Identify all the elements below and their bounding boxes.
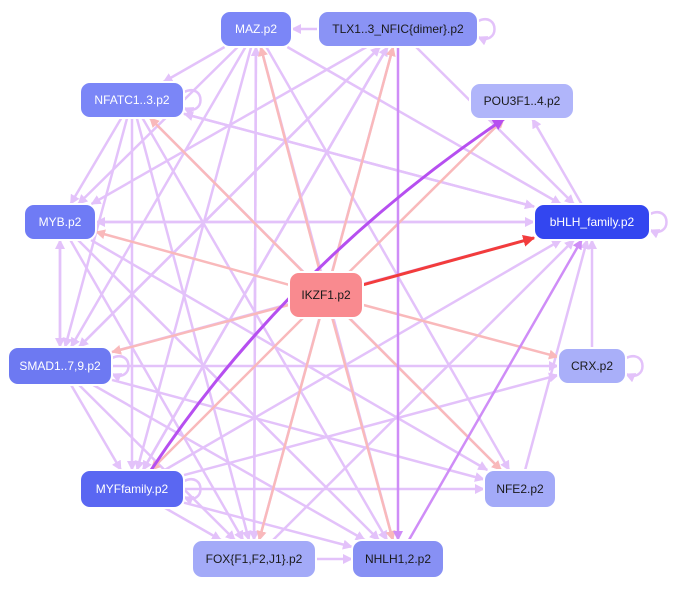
edge-ikzf1-to-nfe2 bbox=[348, 317, 502, 471]
node-box-fox bbox=[191, 539, 317, 579]
node-label-bhlh: bHLH_family.p2 bbox=[550, 215, 635, 229]
node-box-ikzf1 bbox=[288, 271, 364, 319]
edge-ikzf1-to-bhlh bbox=[362, 234, 536, 287]
edge-myf-to-myf bbox=[183, 478, 202, 506]
edge-ikzf1-to-myf bbox=[150, 317, 304, 471]
edge-smad-to-myf bbox=[70, 384, 122, 471]
edge-myf-to-nhlh bbox=[183, 501, 353, 550]
edge-ikzf1-to-maz bbox=[258, 46, 322, 273]
node-fox[interactable]: FOX{F1,F2,J1}.p2 bbox=[191, 539, 317, 579]
edge-smad-to-nfe2 bbox=[111, 378, 485, 482]
edge-ikzf1-to-myb bbox=[95, 229, 290, 287]
edge-myf-to-tlx bbox=[141, 46, 389, 471]
edge-smad-to-smad bbox=[111, 355, 130, 383]
node-box-myf bbox=[79, 469, 185, 509]
node-tlx[interactable]: TLX1..3_NFIC{dimer}.p2 bbox=[317, 10, 479, 48]
edge-bhlh-to-nfatc bbox=[183, 111, 535, 208]
node-label-tlx: TLX1..3_NFIC{dimer}.p2 bbox=[332, 22, 464, 36]
edge-myf-to-bhlh bbox=[164, 238, 562, 472]
node-box-nfatc bbox=[79, 81, 185, 119]
node-smad[interactable]: SMAD1..7,9.p2 bbox=[7, 346, 113, 386]
node-myb[interactable]: MYB.p2 bbox=[23, 203, 97, 241]
edge-ikzf1-to-fox bbox=[256, 317, 321, 541]
node-label-maz: MAZ.p2 bbox=[235, 22, 277, 36]
node-box-crx bbox=[557, 347, 627, 385]
edge-myf-to-fox bbox=[164, 506, 222, 542]
node-nhlh[interactable]: NHLH1,2.p2 bbox=[351, 539, 445, 579]
node-myf[interactable]: MYFfamily.p2 bbox=[79, 469, 185, 509]
node-label-myf: MYFfamily.p2 bbox=[96, 482, 169, 496]
edge-myb-to-nfe2 bbox=[90, 238, 489, 472]
node-crx[interactable]: CRX.p2 bbox=[557, 347, 627, 385]
edge-crx-to-crx bbox=[625, 355, 644, 383]
node-box-tlx bbox=[317, 10, 479, 48]
node-label-pou3f: POU3F1..4.p2 bbox=[484, 94, 561, 108]
node-box-nhlh bbox=[351, 539, 445, 579]
node-label-fox: FOX{F1,F2,J1}.p2 bbox=[206, 552, 303, 566]
edge-fox-to-maz bbox=[250, 46, 261, 541]
node-label-ikzf1: IKZF1.p2 bbox=[301, 288, 351, 302]
edge-ikzf1-to-tlx bbox=[331, 46, 396, 273]
edge-ikzf1-to-nhlh bbox=[331, 317, 396, 541]
node-ikzf1[interactable]: IKZF1.p2 bbox=[288, 271, 364, 319]
node-label-smad: SMAD1..7,9.p2 bbox=[19, 359, 101, 373]
edge-ikzf1-to-crx bbox=[362, 303, 559, 360]
node-box-smad bbox=[7, 346, 113, 386]
node-box-pou3f bbox=[469, 82, 575, 120]
node-box-maz bbox=[219, 10, 293, 48]
edge-ikzf1-to-pou3f bbox=[348, 118, 505, 273]
edge-tlx-to-tlx bbox=[477, 18, 496, 46]
node-box-nfe2 bbox=[483, 469, 557, 509]
node-nfatc[interactable]: NFATC1..3.p2 bbox=[79, 81, 185, 119]
edge-fox-to-bhlh bbox=[272, 239, 575, 541]
node-pou3f[interactable]: POU3F1..4.p2 bbox=[469, 82, 575, 120]
node-box-myb bbox=[23, 203, 97, 241]
node-label-nfatc: NFATC1..3.p2 bbox=[94, 93, 169, 107]
node-label-nhlh: NHLH1,2.p2 bbox=[365, 552, 431, 566]
edge-bhlh-to-bhlh bbox=[649, 211, 668, 239]
node-bhlh[interactable]: bHLH_family.p2 bbox=[533, 203, 651, 241]
node-box-bhlh bbox=[533, 203, 651, 241]
node-label-crx: CRX.p2 bbox=[571, 359, 613, 373]
edge-nfatc-to-nfatc bbox=[183, 89, 202, 117]
edge-nfatc-to-myb bbox=[69, 117, 123, 205]
edge-ikzf1-to-smad bbox=[111, 303, 290, 355]
edge-ikzf1-to-nfatc bbox=[149, 117, 305, 273]
edge-maz-to-nfatc bbox=[162, 45, 226, 84]
nodes-layer: MAZ.p2 TLX1..3_NFIC{dimer}.p2NFATC1..3.p2… bbox=[7, 10, 651, 579]
node-label-myb: MYB.p2 bbox=[39, 215, 82, 229]
node-label-nfe2: NFE2.p2 bbox=[496, 482, 544, 496]
node-nfe2[interactable]: NFE2.p2 bbox=[483, 469, 557, 509]
node-maz[interactable]: MAZ.p2 bbox=[219, 10, 293, 48]
edge-nfatc-to-nhlh bbox=[141, 117, 389, 541]
edge-nhlh-to-bhlh bbox=[407, 239, 583, 541]
edge-bhlh-to-pou3f bbox=[531, 118, 583, 205]
edge-maz-to-bhlh bbox=[286, 45, 562, 206]
